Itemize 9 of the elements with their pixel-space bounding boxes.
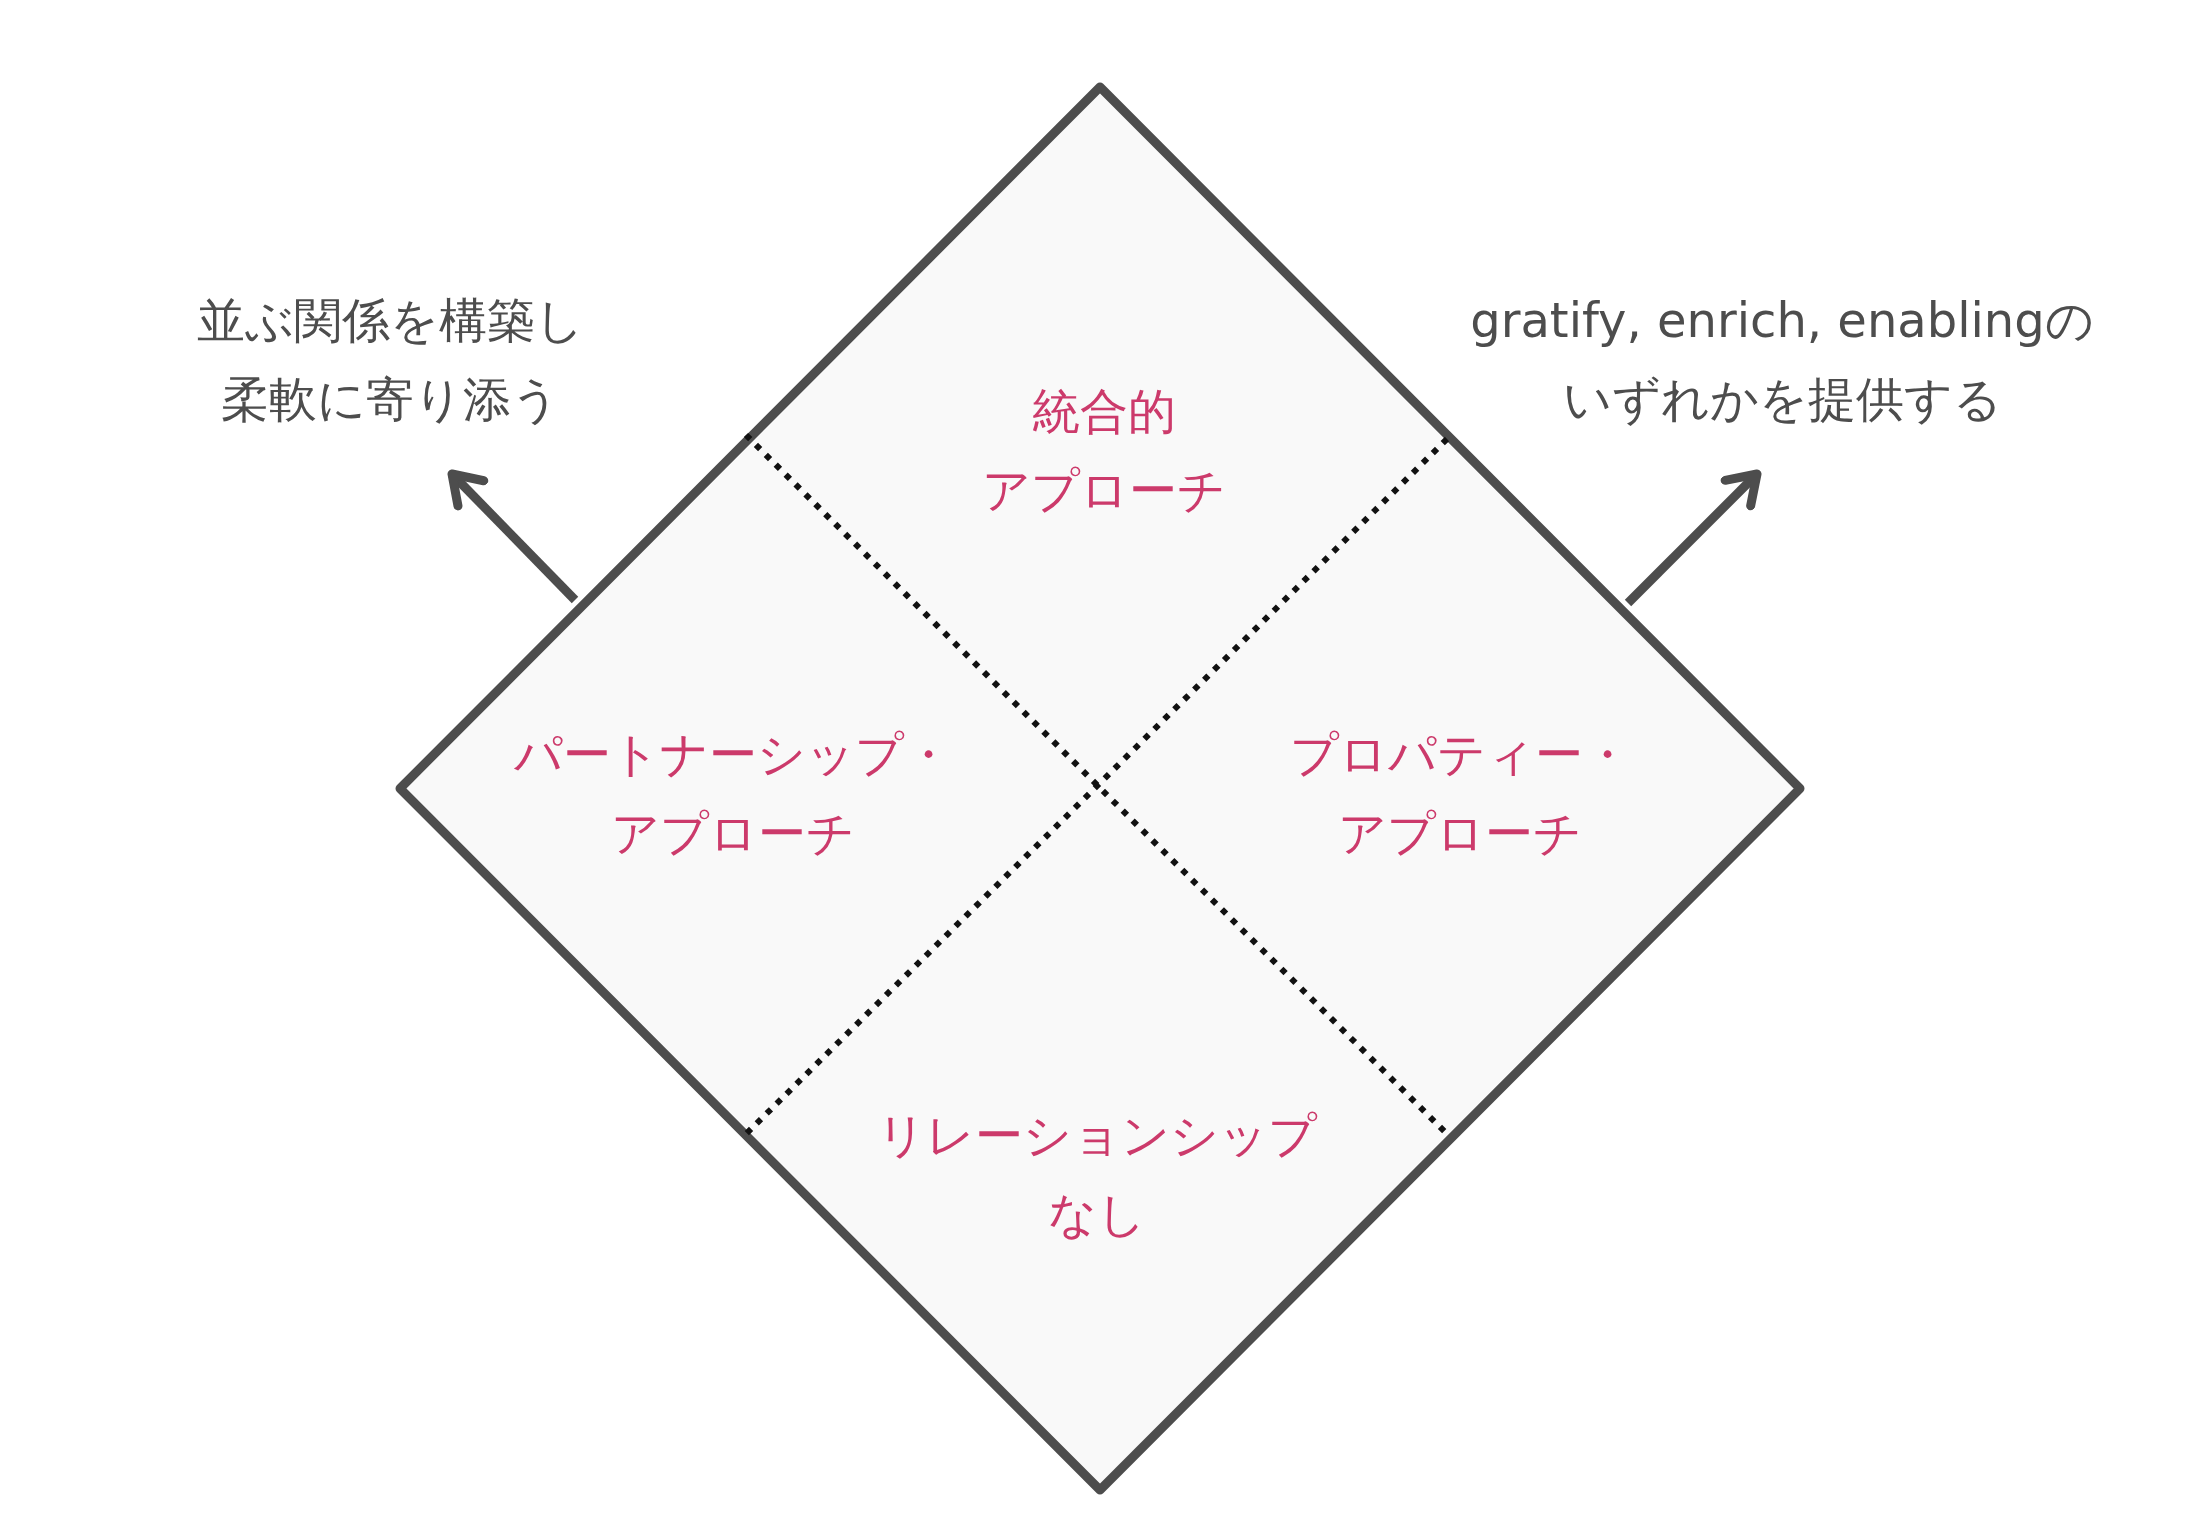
annotation-text: 並ぶ関係を構築し柔軟に寄り添う: [195, 290, 585, 429]
arrow: [447, 469, 579, 604]
quadrant-label: リレーションシップなし: [876, 1105, 1319, 1244]
quadrant-label: パートナーシップ・アプローチ: [513, 724, 953, 863]
quadrant-label: 統合的: [1031, 381, 1177, 441]
annotation-text: gratify, enrich, enablingのいずれかを提供する: [1469, 290, 2095, 429]
arrow: [1624, 469, 1762, 607]
quadrant-label: アプローチ: [981, 461, 1227, 520]
quadrant-label: プロパティー・アプローチ: [1288, 724, 1632, 863]
